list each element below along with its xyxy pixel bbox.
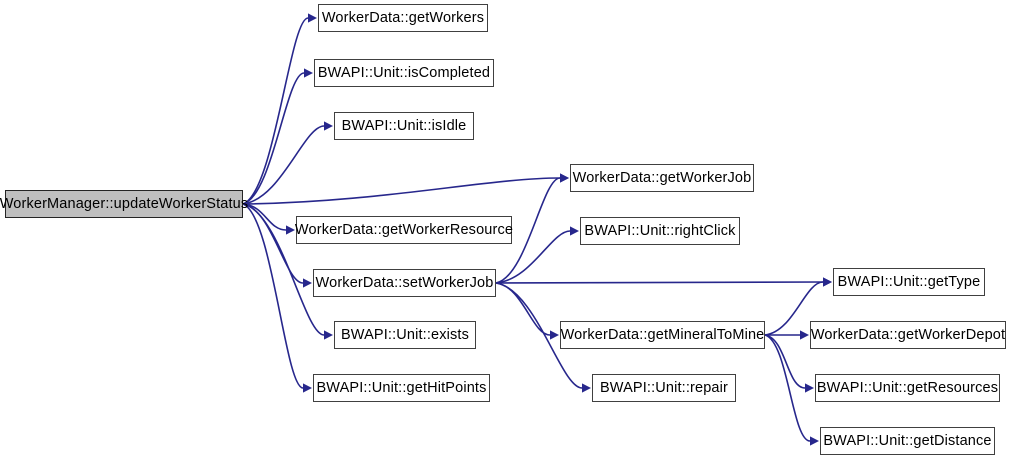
- node-getHitPoints[interactable]: BWAPI::Unit::getHitPoints: [313, 374, 490, 402]
- node-label-isCompleted: BWAPI::Unit::isCompleted: [317, 64, 491, 81]
- node-label-getHitPoints: BWAPI::Unit::getHitPoints: [316, 379, 487, 396]
- arrowhead-setWorkerJob-to-rightClick: [570, 226, 579, 236]
- node-label-getWorkerResource: WorkerData::getWorkerResource: [294, 221, 514, 238]
- arrowhead-setWorkerJob-to-repair: [582, 383, 591, 393]
- node-repair[interactable]: BWAPI::Unit::repair: [592, 374, 736, 402]
- node-getResources[interactable]: BWAPI::Unit::getResources: [815, 374, 1000, 402]
- node-label-rightClick: BWAPI::Unit::rightClick: [584, 222, 736, 239]
- node-getType[interactable]: BWAPI::Unit::getType: [833, 268, 985, 296]
- edge-setWorkerJob-to-getType: [495, 281, 824, 284]
- edge-root-to-isCompleted: [242, 72, 305, 205]
- node-exists[interactable]: BWAPI::Unit::exists: [334, 321, 476, 349]
- node-setWorkerJob[interactable]: WorkerData::setWorkerJob: [313, 269, 496, 297]
- arrowhead-getMineralToMine-to-getWorkerDepot: [800, 330, 809, 340]
- node-label-getType: BWAPI::Unit::getType: [837, 273, 981, 290]
- arrowhead-root-to-setWorkerJob: [303, 278, 312, 288]
- edge-root-to-getWorkerJob: [242, 177, 561, 205]
- node-label-isIdle: BWAPI::Unit::isIdle: [341, 117, 467, 134]
- arrowhead-getMineralToMine-to-getType: [823, 277, 832, 287]
- edge-setWorkerJob-to-getMineralToMine: [495, 282, 551, 336]
- node-rightClick[interactable]: BWAPI::Unit::rightClick: [580, 217, 740, 245]
- node-getWorkerJob[interactable]: WorkerData::getWorkerJob: [570, 164, 754, 192]
- arrowhead-root-to-getWorkers: [308, 13, 317, 23]
- node-isIdle[interactable]: BWAPI::Unit::isIdle: [334, 112, 474, 140]
- node-getWorkers[interactable]: WorkerData::getWorkers: [318, 4, 488, 32]
- node-getWorkerDepot[interactable]: WorkerData::getWorkerDepot: [810, 321, 1006, 349]
- arrowhead-root-to-exists: [324, 330, 333, 340]
- node-isCompleted[interactable]: BWAPI::Unit::isCompleted: [314, 59, 494, 87]
- edge-root-to-isIdle: [242, 125, 325, 205]
- arrowhead-setWorkerJob-to-getType: [823, 277, 832, 287]
- edge-getMineralToMine-to-getResources: [764, 334, 806, 389]
- edge-root-to-getWorkers: [242, 17, 309, 205]
- node-getDistance[interactable]: BWAPI::Unit::getDistance: [820, 427, 995, 455]
- node-label-getResources: BWAPI::Unit::getResources: [816, 379, 999, 396]
- arrowhead-getMineralToMine-to-getResources: [805, 383, 814, 393]
- node-label-getWorkers: WorkerData::getWorkers: [321, 9, 485, 26]
- node-getMineralToMine[interactable]: WorkerData::getMineralToMine: [560, 321, 765, 349]
- edge-root-to-setWorkerJob: [242, 203, 304, 284]
- node-label-getDistance: BWAPI::Unit::getDistance: [823, 432, 992, 449]
- arrowhead-root-to-getHitPoints: [303, 383, 312, 393]
- node-label-exists: BWAPI::Unit::exists: [340, 326, 469, 343]
- node-label-getWorkerDepot: WorkerData::getWorkerDepot: [810, 326, 1006, 343]
- arrowhead-root-to-isCompleted: [304, 68, 313, 78]
- edge-getMineralToMine-to-getDistance: [764, 334, 811, 442]
- node-label-getMineralToMine: WorkerData::getMineralToMine: [560, 326, 765, 343]
- arrowhead-root-to-isIdle: [324, 121, 333, 131]
- node-label-repair: BWAPI::Unit::repair: [599, 379, 728, 396]
- node-label-getWorkerJob: WorkerData::getWorkerJob: [572, 169, 752, 186]
- arrowhead-setWorkerJob-to-getWorkerJob: [560, 173, 569, 183]
- node-label-setWorkerJob: WorkerData::setWorkerJob: [315, 274, 494, 291]
- arrowhead-getMineralToMine-to-getDistance: [810, 436, 819, 446]
- node-getWorkerResource[interactable]: WorkerData::getWorkerResource: [294, 216, 514, 244]
- node-root[interactable]: WorkerManager::updateWorkerStatus: [0, 190, 248, 218]
- node-label-root: WorkerManager::updateWorkerStatus: [0, 195, 249, 212]
- arrowhead-root-to-getWorkerJob: [560, 173, 569, 183]
